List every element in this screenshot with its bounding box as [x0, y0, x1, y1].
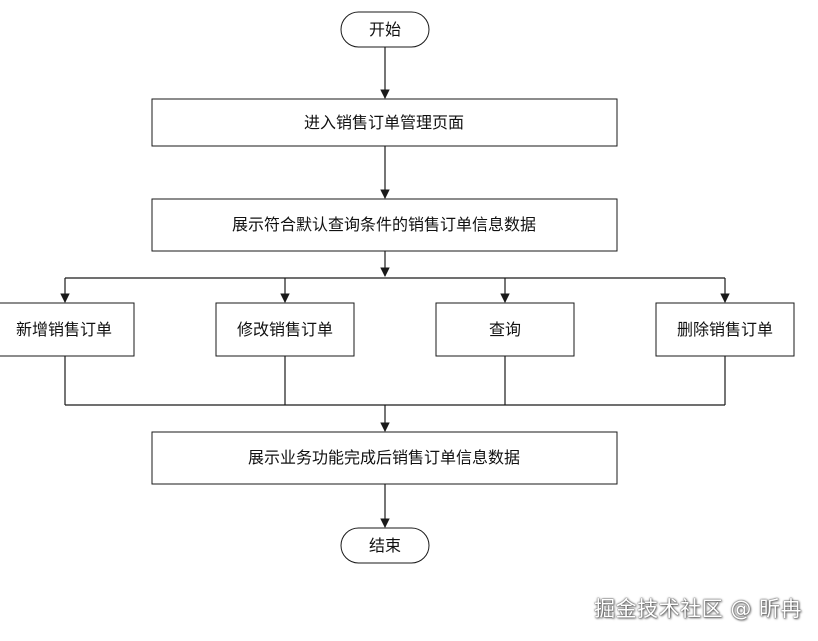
- node-show-after: 展示业务功能完成后销售订单信息数据: [151, 431, 618, 485]
- node-query: 查询: [435, 302, 575, 357]
- edges: [60, 47, 730, 528]
- enter-page-label: 进入销售订单管理页面: [304, 113, 464, 132]
- edit-order-box: [215, 302, 355, 357]
- add-order-label: 新增销售订单: [16, 320, 112, 339]
- node-delete-order: 删除销售订单: [655, 302, 795, 357]
- delete-order-label: 删除销售订单: [677, 320, 773, 339]
- show-after-box: [151, 431, 618, 485]
- node-add-order: 新增销售订单: [0, 302, 135, 357]
- enter-page-box: [151, 98, 618, 147]
- node-start: 开始: [340, 11, 430, 48]
- add-order-box: [0, 302, 135, 357]
- show-default-box: [151, 198, 618, 252]
- end-terminator-shape: [340, 527, 430, 564]
- end-label: 结束: [369, 536, 401, 555]
- query-box: [435, 302, 575, 357]
- node-edit-order: 修改销售订单: [215, 302, 355, 357]
- delete-order-box: [655, 302, 795, 357]
- query-label: 查询: [489, 320, 521, 339]
- node-enter-page: 进入销售订单管理页面: [151, 98, 618, 147]
- edit-order-label: 修改销售订单: [237, 320, 333, 339]
- start-terminator-shape: [340, 11, 430, 48]
- start-label: 开始: [369, 20, 401, 39]
- watermark-text: 掘金技术社区 @ 昕冉: [594, 597, 802, 621]
- show-after-label: 展示业务功能完成后销售订单信息数据: [248, 448, 520, 467]
- node-end: 结束: [340, 527, 430, 564]
- show-default-label: 展示符合默认查询条件的销售订单信息数据: [232, 215, 536, 234]
- node-show-default: 展示符合默认查询条件的销售订单信息数据: [151, 198, 618, 252]
